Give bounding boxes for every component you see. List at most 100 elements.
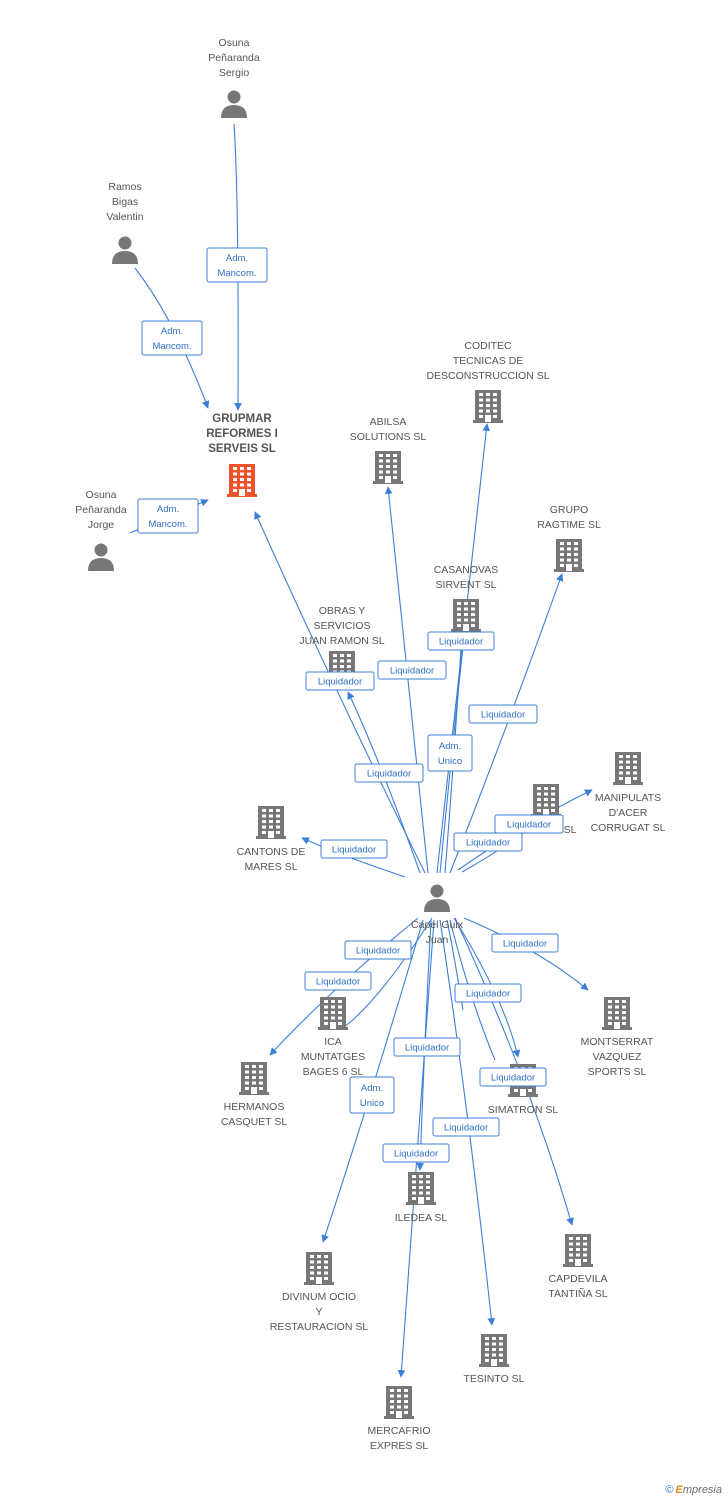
node-label: SL <box>564 824 577 836</box>
edge-label-text: Liquidador <box>491 1073 535 1084</box>
edges-layer <box>129 123 593 1378</box>
node-label: Osuna <box>86 489 117 501</box>
node-label: CASANOVAS <box>434 564 499 576</box>
node-label: REFORMES I <box>206 428 278 440</box>
edge-label[interactable]: Liquidador <box>320 839 388 859</box>
edge-label-box[interactable] <box>349 1076 395 1114</box>
edge-label[interactable]: Adm.Mancom. <box>137 498 199 534</box>
building-icon <box>451 599 481 632</box>
node-label: EXPRES SL <box>370 1440 429 1452</box>
edge-label-box[interactable] <box>206 247 268 283</box>
node-mercafrio[interactable]: MERCAFRIO EXPRES SL <box>368 1386 431 1452</box>
edge-label-text: Liquidador <box>444 1123 488 1134</box>
edge-label[interactable]: Liquidador <box>305 671 375 691</box>
building-icon <box>239 1062 269 1095</box>
edge-label-box[interactable] <box>137 498 199 534</box>
edge-label-box[interactable] <box>354 763 424 783</box>
edge-label[interactable]: Liquidador <box>491 933 559 953</box>
edge-label[interactable]: Adm.Mancom. <box>141 320 203 356</box>
edge-label-text: Mancom. <box>217 268 256 279</box>
node-label: ICA <box>324 1036 342 1048</box>
edge-label-text: Liquidador <box>367 769 411 780</box>
building-icon <box>613 752 643 785</box>
edge-label-text: Mancom. <box>152 341 191 352</box>
building-icon <box>384 1386 414 1419</box>
edge-label[interactable]: Liquidador <box>382 1143 450 1163</box>
edge-label-box[interactable] <box>382 1143 450 1163</box>
edge-label-box[interactable] <box>377 660 447 680</box>
edge-label[interactable]: Liquidador <box>354 763 424 783</box>
edge-label-box[interactable] <box>427 631 495 651</box>
node-label: CODITEC <box>464 340 512 352</box>
edge-label-box[interactable] <box>494 814 564 834</box>
nodes-layer: OsunaPeñarandaSergioRamosBigasValentinOs… <box>75 37 665 1452</box>
edge-label-box[interactable] <box>344 940 412 960</box>
edge-label-box[interactable] <box>304 971 372 991</box>
edge-label-box[interactable] <box>393 1037 461 1057</box>
person-icon <box>88 543 114 571</box>
node-coditec[interactable]: CODITEC TECNICAS DE DESCONSTRUCCION SL <box>426 340 550 423</box>
node-label: MUNTATGES <box>301 1051 365 1063</box>
edge-label-box[interactable] <box>468 704 538 724</box>
edge-label-text: Liquidador <box>507 820 551 831</box>
edge-label[interactable]: Adm.Mancom. <box>206 247 268 283</box>
edge-label[interactable]: Liquidador <box>304 971 372 991</box>
node-label: SERVICIOS <box>314 620 371 632</box>
edge-label[interactable]: Liquidador <box>432 1117 500 1137</box>
node-label: TECNICAS DE <box>453 355 524 367</box>
edge-label-box[interactable] <box>427 734 473 772</box>
edge-label[interactable]: Adm.Unico <box>349 1076 395 1114</box>
node-label: Sergio <box>219 67 250 79</box>
building-icon <box>554 539 584 572</box>
edge-label[interactable]: Liquidador <box>454 983 522 1003</box>
edge-label[interactable]: Liquidador <box>494 814 564 834</box>
node-capdevila[interactable]: CAPDEVILA TANTIÑA SL <box>548 1234 608 1300</box>
node-label: CAPDEVILA <box>549 1273 608 1285</box>
edge-label-text: Liquidador <box>503 939 547 950</box>
edge-label-text: Adm. <box>439 741 461 752</box>
edge-label-box[interactable] <box>479 1067 547 1087</box>
edge-label[interactable]: Liquidador <box>344 940 412 960</box>
edge-label-box[interactable] <box>320 839 388 859</box>
edge-label-text: Unico <box>438 756 462 767</box>
node-tesinto[interactable]: TESINTO SL <box>463 1334 525 1385</box>
building-icon <box>406 1172 436 1205</box>
node-iledea[interactable]: ILEDEA SL <box>395 1172 448 1224</box>
edge-label[interactable]: Liquidador <box>453 832 523 852</box>
node-label: MANIPULATS <box>595 792 661 804</box>
node-label: TANTIÑA SL <box>548 1287 607 1300</box>
edge-label[interactable]: Liquidador <box>377 660 447 680</box>
node-label: MARES SL <box>244 861 297 873</box>
edge-label-box[interactable] <box>491 933 559 953</box>
node-label: DESCONSTRUCCION SL <box>426 370 549 382</box>
edge-label-box[interactable] <box>432 1117 500 1137</box>
edge-label[interactable]: Liquidador <box>468 704 538 724</box>
building-icon <box>473 390 503 423</box>
edge-label[interactable]: Liquidador <box>427 631 495 651</box>
edge-label-box[interactable] <box>453 832 523 852</box>
edge-label-box[interactable] <box>305 671 375 691</box>
edge-label[interactable]: Adm. Unico <box>427 734 473 772</box>
node-label: MERCAFRIO <box>368 1425 431 1437</box>
edge-label-box[interactable] <box>454 983 522 1003</box>
edge-label[interactable]: Liquidador <box>393 1037 461 1057</box>
edge-label[interactable]: Liquidador <box>479 1067 547 1087</box>
node-label: Juan <box>426 934 449 946</box>
edge-label-box[interactable] <box>141 320 203 356</box>
edge-line <box>342 917 433 1029</box>
